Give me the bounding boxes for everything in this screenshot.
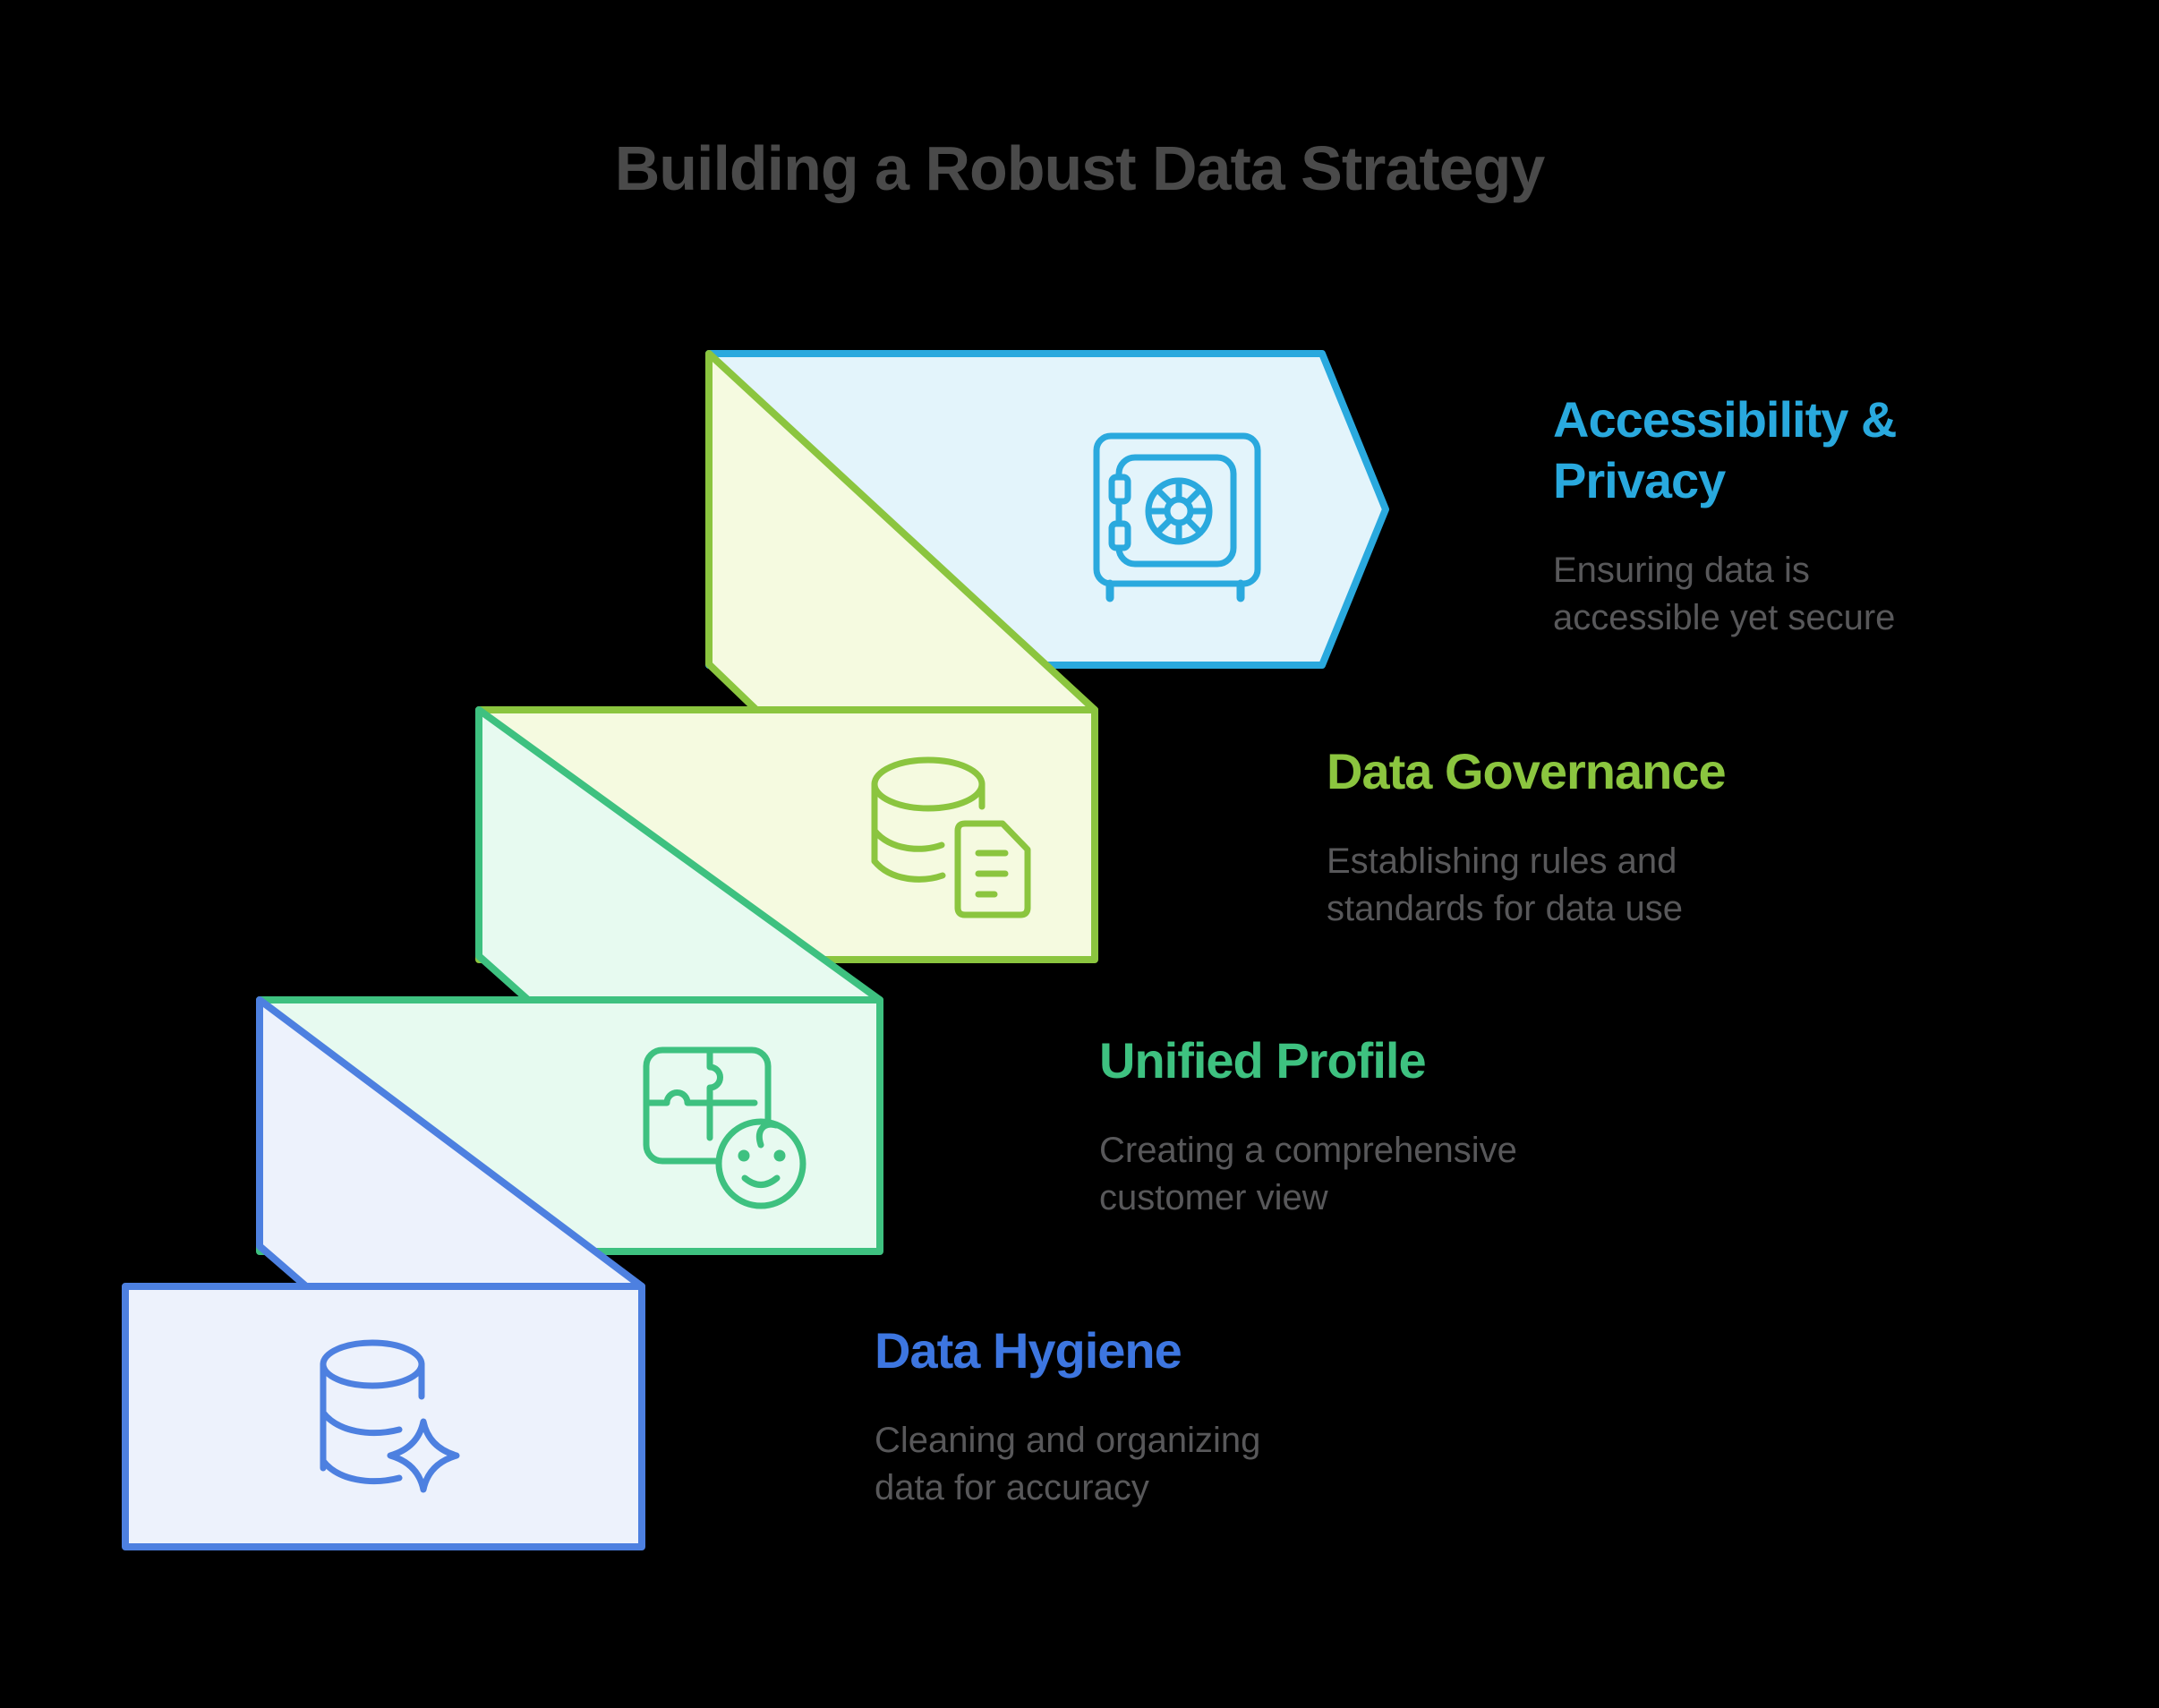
step4-heading: Data Hygiene [875, 1322, 1182, 1379]
puzzle-person-icon [643, 1046, 806, 1209]
safe-vault-icon [1093, 432, 1261, 602]
step1-text-block: Accessibility & Privacy Ensuring data is… [1553, 389, 1897, 642]
step4-banner-shape [122, 996, 645, 1550]
step2-description: Establishing rules and standards for dat… [1327, 841, 1684, 928]
step1-description: Ensuring data is accessible yet secure [1553, 551, 1896, 637]
step4-text-block: Data Hygiene Cleaning and organizing dat… [875, 1320, 1260, 1512]
database-sparkle-icon [320, 1339, 460, 1493]
database-document-icon [871, 756, 1031, 918]
step3-description: Creating a comprehensive customer view [1099, 1131, 1517, 1217]
step3-text-block: Unified Profile Creating a comprehensive… [1099, 1030, 1517, 1222]
step3-heading: Unified Profile [1099, 1032, 1427, 1089]
step1-heading: Accessibility & Privacy [1553, 391, 1897, 508]
page-title: Building a Robust Data Strategy [614, 133, 1546, 203]
step4-description: Cleaning and organizing data for accurac… [875, 1421, 1261, 1507]
step2-text-block: Data Governance Establishing rules and s… [1327, 741, 1727, 933]
step2-heading: Data Governance [1327, 743, 1727, 799]
